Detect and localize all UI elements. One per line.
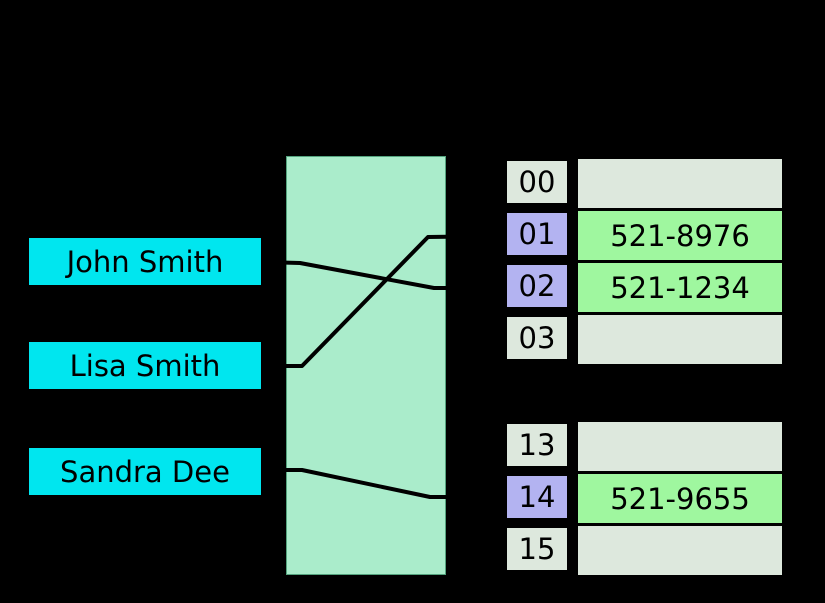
key-label: Lisa Smith [69,348,221,383]
hash-function-box [286,156,446,575]
bucket-index-label: 00 [518,165,556,199]
bucket-index-cell-13: 13 [504,421,570,469]
bucket-index-cell-00: 00 [504,158,570,206]
bucket-value-label: 521-8976 [610,218,750,253]
bucket-value-cell-15 [575,523,785,578]
key-box-sandra-dee: Sandra Dee [27,446,263,497]
key-box-lisa-smith: Lisa Smith [27,340,263,391]
bucket-value-cell-03 [575,312,785,367]
bucket-value-cell-02: 521-1234 [575,260,785,315]
bucket-index-label: 13 [518,428,556,462]
bucket-value-cell-01: 521-8976 [575,208,785,263]
key-label: Sandra Dee [60,454,230,489]
bucket-value-label: 521-9655 [610,481,750,516]
bucket-index-label: 01 [518,217,556,251]
bucket-value-cell-00 [575,156,785,211]
key-label: John Smith [66,244,224,279]
key-box-john-smith: John Smith [27,236,263,287]
bucket-index-label: 02 [518,269,556,303]
bucket-index-label: 15 [518,532,556,566]
bucket-index-cell-01: 01 [504,210,570,258]
bucket-value-label: 521-1234 [610,270,750,305]
bucket-value-cell-13 [575,419,785,474]
bucket-index-label: 03 [518,321,556,355]
bucket-index-cell-03: 03 [504,314,570,362]
bucket-index-cell-14: 14 [504,473,570,521]
bucket-index-label: 14 [518,480,556,514]
bucket-index-cell-02: 02 [504,262,570,310]
bucket-value-cell-14: 521-9655 [575,471,785,526]
bucket-index-cell-15: 15 [504,525,570,573]
